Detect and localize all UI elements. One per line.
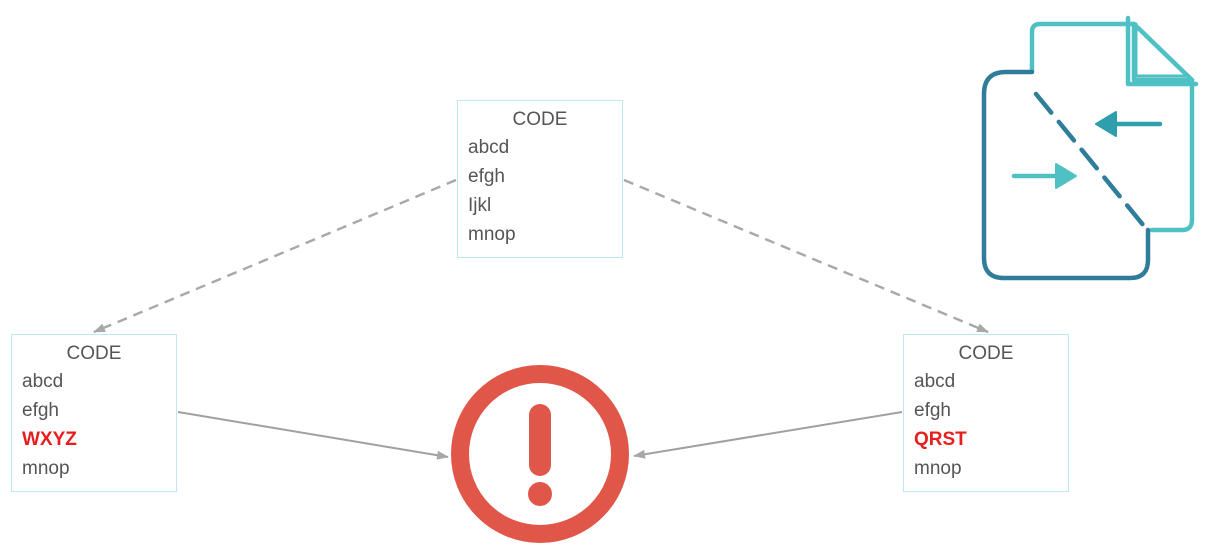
code-line: mnop [468, 224, 516, 245]
conflict-line: WXYZ [22, 429, 77, 450]
code-line: abcd [22, 371, 64, 392]
code-line: mnop [22, 458, 70, 479]
dashed-arrow-to-left [93, 178, 457, 334]
box-title: CODE [958, 343, 1014, 364]
box-title: CODE [66, 343, 122, 364]
code-line: abcd [468, 137, 510, 158]
code-line: efgh [914, 400, 951, 421]
box-title: CODE [512, 109, 568, 130]
code-line: abcd [914, 371, 956, 392]
solid-arrow-right-to-conflict [633, 411, 903, 459]
code-line: efgh [468, 166, 505, 187]
dashed-arrow-to-right [623, 178, 989, 334]
conflict-line: QRST [914, 429, 967, 450]
code-line: mnop [914, 458, 962, 479]
exclamation-circle-icon [451, 365, 629, 543]
code-box-right: CODE abcd efgh QRST mnop [903, 334, 1069, 492]
code-line: Ijkl [468, 195, 492, 216]
code-box-base: CODE abcd efgh Ijkl mnop [457, 100, 623, 258]
code-line: efgh [22, 400, 59, 421]
solid-arrow-left-to-conflict [177, 411, 449, 460]
document-merge-icon [981, 15, 1199, 281]
code-box-left: CODE abcd efgh WXYZ mnop [11, 334, 177, 492]
